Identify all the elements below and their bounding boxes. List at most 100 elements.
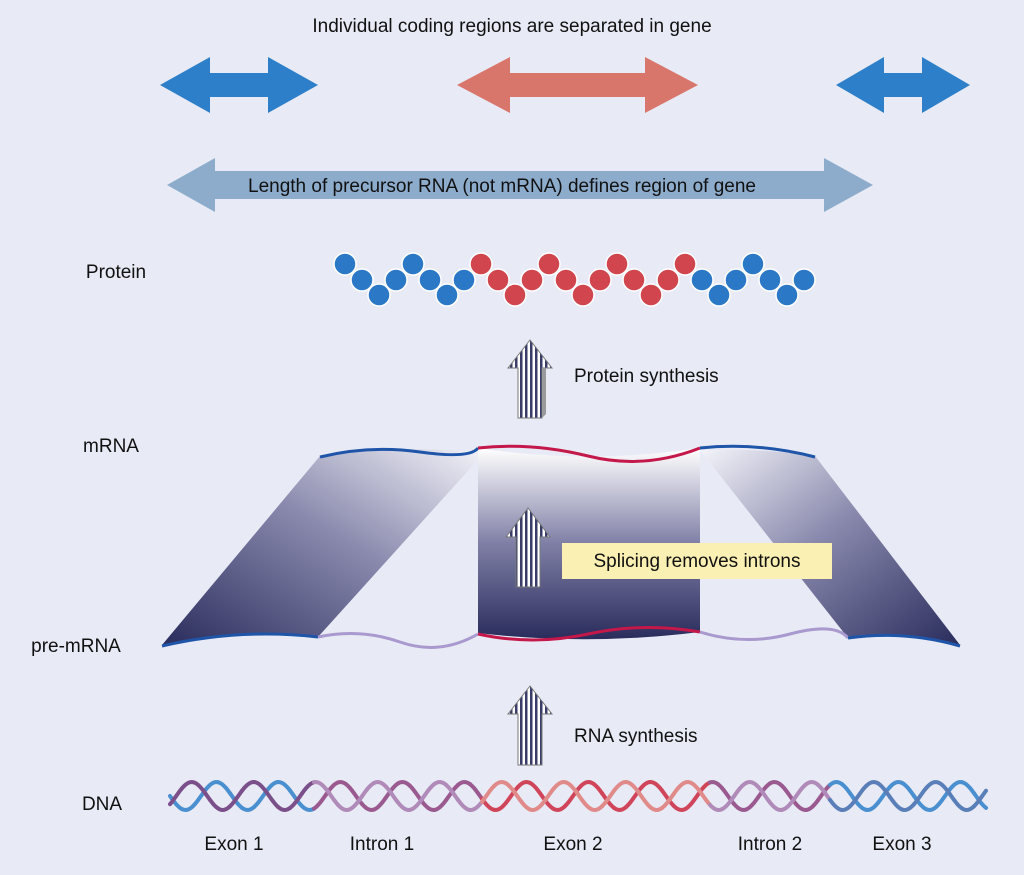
dna-strand-segment (780, 797, 796, 812)
dna-strand-segment (720, 794, 736, 812)
dna-strand-segment (612, 805, 628, 813)
dna-strand-segment (636, 780, 652, 794)
dna-strand-segment (360, 802, 376, 813)
dna-strand-segment (276, 804, 292, 813)
dna-strand-segment (792, 799, 808, 812)
dna-strand-segment (252, 789, 268, 810)
dna-strand-segment (240, 780, 256, 793)
protein-bead (673, 252, 697, 276)
dna-strand-segment (924, 803, 940, 813)
dna-strand-segment (768, 800, 784, 813)
protein-synthesis-arrow (506, 339, 555, 419)
dna-strand-segment (348, 794, 364, 812)
dna-strand-segment (972, 788, 988, 809)
dna-strand-segment (864, 779, 880, 789)
dna-strand-segment (468, 799, 484, 812)
dna-strand-segment (612, 780, 628, 793)
dna-strand-segment (336, 779, 352, 790)
protein-bead (639, 283, 663, 307)
dna-strand-segment (420, 799, 436, 812)
dna-strand-segment (588, 804, 604, 813)
dna-strand-segment (180, 803, 196, 813)
dna-strand-segment (492, 779, 508, 789)
protein-bead (537, 252, 561, 276)
dna-strand-segment (804, 779, 820, 787)
dna-strand-segment (324, 787, 340, 807)
protein-label: Protein (86, 262, 146, 283)
dna-strand-segment (264, 780, 280, 794)
pre-mrna-exon3-segment (847, 633, 961, 648)
dna-strand-segment (960, 804, 976, 813)
dna-strand-segment (912, 786, 928, 807)
dna-strand-segment (888, 779, 904, 789)
pre-mrna-intron2-segment (699, 627, 850, 641)
protein-bead (656, 268, 680, 292)
dna-strand-segment (840, 799, 856, 812)
dna-strand-segment (564, 780, 580, 797)
protein-bead (401, 252, 425, 276)
dna-strand-segment (552, 803, 568, 813)
dna-strand-segment (408, 797, 424, 812)
dna-strand-segment (396, 800, 412, 813)
protein-bead (775, 283, 799, 307)
dna-strand-segment (876, 784, 892, 805)
dna-strand-segment (468, 782, 484, 801)
dna-strand-segment (732, 781, 748, 799)
dna-strand-segment (792, 782, 808, 802)
dna-strand-segment (756, 784, 772, 805)
dna-strand-segment (540, 786, 556, 807)
dna-strand-segment (696, 787, 712, 807)
dna-strand-segment (660, 791, 676, 810)
dna-strand-segment (336, 802, 352, 813)
dna-double-helix (168, 779, 988, 813)
dna-strand-segment (888, 795, 904, 812)
protein-bead (384, 268, 408, 292)
protein-bead (707, 283, 731, 307)
dna-strand-segment (300, 804, 316, 813)
protein-bead (520, 268, 544, 292)
dna-strand-segment (708, 779, 724, 790)
protein-synthesis-label: Protein synthesis (574, 366, 719, 387)
dna-strand-segment (744, 795, 760, 812)
region-label-intron2: Intron 2 (738, 834, 802, 855)
dna-strand-segment (204, 792, 220, 811)
rna-synthesis-arrow (506, 685, 554, 766)
dna-strand-segment (648, 804, 664, 813)
protein-bead (758, 268, 782, 292)
dna-strand-segment (216, 780, 232, 796)
dna-strand-segment (936, 780, 952, 797)
exon3-span-arrow (836, 57, 970, 113)
dna-strand-segment (456, 779, 472, 787)
dna-strand-segment (396, 779, 412, 788)
protein-bead (741, 252, 765, 276)
protein-bead (469, 252, 493, 276)
pre-mrna-exon2-segment (477, 625, 701, 642)
dna-strand-segment (528, 780, 544, 798)
dna-strand-segment (432, 798, 448, 812)
dna-strand-segment (384, 784, 400, 805)
dna-strand-segment (228, 788, 244, 809)
dna-strand-segment (648, 780, 664, 793)
dna-strand-segment (756, 781, 772, 800)
dna-strand-segment (312, 792, 328, 811)
dna-strand-segment (840, 782, 856, 801)
dna-strand-segment (636, 789, 652, 809)
dna-strand-segment (372, 795, 388, 812)
dna-strand-segment (900, 780, 916, 798)
dna-strand-segment (576, 792, 592, 811)
dna-strand-segment (252, 780, 268, 794)
splice-band-exon1 (162, 449, 485, 645)
region-label-exon2: Exon 2 (543, 834, 602, 855)
dna-strand-segment (684, 792, 700, 811)
dna-strand-segment (384, 781, 400, 800)
dna-strand-segment (624, 780, 640, 794)
dna-strand-segment (804, 798, 820, 812)
dna-strand-segment (516, 779, 532, 789)
dna-strand-segment (960, 780, 976, 796)
diagram-title: Individual coding regions are separated … (312, 16, 711, 37)
protein-bead-chain (333, 252, 816, 307)
protein-bead (418, 268, 442, 292)
region-label-exon1: Exon 1 (204, 834, 263, 855)
